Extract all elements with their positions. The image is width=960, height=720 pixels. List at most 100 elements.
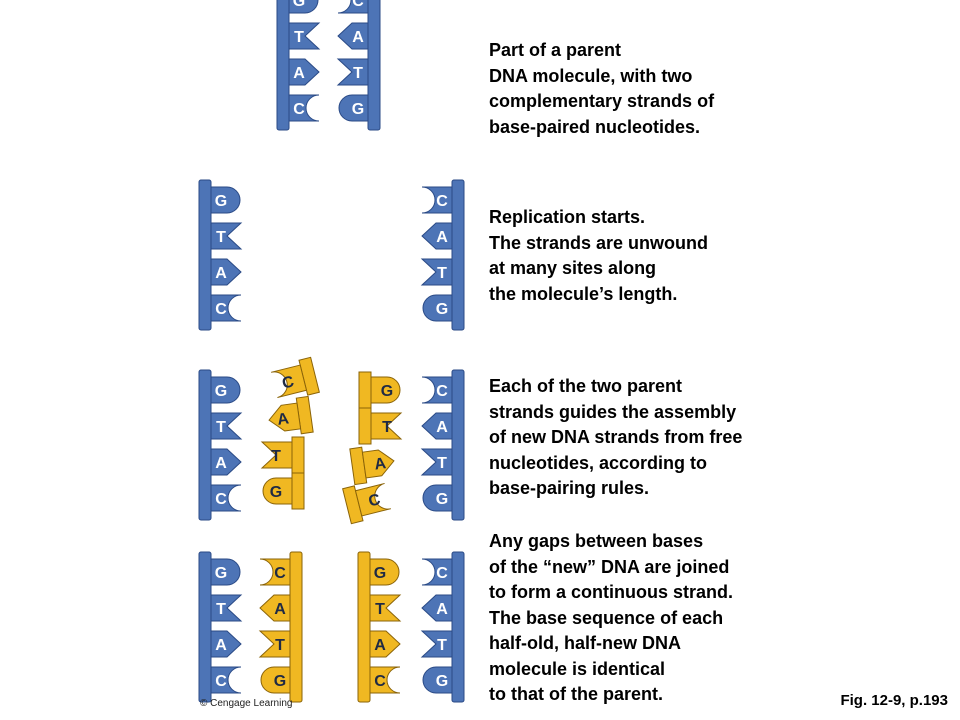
base-shape <box>369 558 400 586</box>
base-shape <box>288 0 319 14</box>
parent-strand-left: G TA C <box>276 0 321 131</box>
base-shape <box>210 484 242 512</box>
nucleotide-a: A <box>369 630 401 658</box>
base-letter: C <box>352 0 364 10</box>
new-nucleotide-a: A <box>268 395 314 435</box>
base-letter: C <box>436 565 448 582</box>
sugar-block <box>358 371 372 409</box>
caption-gaps-joined: Any gaps between bases of the “new” DNA … <box>489 531 734 704</box>
base-letter: T <box>437 455 447 472</box>
nucleotide-t: T <box>258 630 291 658</box>
base-shape <box>210 222 243 250</box>
base-shape <box>210 558 241 586</box>
base-letter: G <box>215 383 227 400</box>
backbone <box>367 0 381 131</box>
nucleotide-g: G <box>422 294 453 322</box>
backbone <box>451 369 465 521</box>
nucleotide-c: C <box>210 294 242 322</box>
base-letter: T <box>437 637 447 654</box>
base-letter: A <box>293 65 305 82</box>
base-letter: T <box>437 265 447 282</box>
nucleotide-g: G <box>422 484 453 512</box>
parent-strand-right: CA T G <box>420 179 465 331</box>
base-shape <box>210 412 243 440</box>
nucleotide-t: T <box>210 222 243 250</box>
base-shape <box>260 441 293 469</box>
nucleotide-g: G <box>210 558 241 586</box>
base-letter: A <box>374 637 386 654</box>
base-letter: A <box>436 229 448 246</box>
nucleotide-t: T <box>288 22 321 50</box>
new-nucleotide-t: T <box>358 407 403 445</box>
base-letter: G <box>293 0 305 10</box>
backbone <box>289 551 303 703</box>
nucleotide-c: C <box>210 484 242 512</box>
nucleotide-t: T <box>369 594 402 622</box>
base-letter: C <box>274 565 286 582</box>
nucleotide-c: C <box>369 666 401 694</box>
backbone <box>198 551 212 703</box>
base-letter: A <box>352 29 364 46</box>
base-letter: G <box>436 491 448 508</box>
base-shape <box>268 402 302 432</box>
nucleotide-c: C <box>337 0 369 14</box>
base-letter: T <box>216 419 226 436</box>
new-nucleotide-c: C <box>270 356 320 399</box>
base-letter: G <box>436 301 448 318</box>
base-letter: C <box>374 673 386 690</box>
sugar-block <box>291 436 305 474</box>
nucleotide-a: A <box>210 630 242 658</box>
base-letter: C <box>367 491 383 510</box>
base-letter: A <box>274 601 286 618</box>
new-nucleotide-g: G <box>358 371 401 409</box>
base-letter: T <box>216 601 226 618</box>
base-letter: T <box>216 229 226 246</box>
base-letter: C <box>215 301 227 318</box>
base-letter: C <box>293 101 305 118</box>
base-letter: G <box>215 565 227 582</box>
base-shape <box>420 630 453 658</box>
nucleotide-g: G <box>210 186 241 214</box>
nucleotide-c: C <box>421 186 453 214</box>
base-shape <box>210 376 241 404</box>
base-shape <box>421 376 453 404</box>
base-shape <box>420 258 453 286</box>
backbone <box>276 0 290 131</box>
base-shape <box>338 94 369 122</box>
base-letter: G <box>381 383 393 400</box>
base-shape <box>259 594 291 622</box>
nucleotide-c: C <box>259 558 291 586</box>
base-shape <box>288 22 321 50</box>
nucleotide-t: T <box>420 448 453 476</box>
nucleotide-g: G <box>338 94 369 122</box>
parent-strand-left: G TAC <box>198 369 243 521</box>
nucleotide-t: T <box>210 594 243 622</box>
base-shape <box>210 448 242 476</box>
sugar-block <box>358 407 372 445</box>
nucleotide-a: A <box>259 594 291 622</box>
base-shape <box>259 558 291 586</box>
nucleotide-a: A <box>337 22 369 50</box>
new-nucleotide-a: A <box>349 446 395 486</box>
caption-strand-assembly: Each of the two parent strands guides th… <box>489 376 743 498</box>
nucleotide-a: A <box>210 258 242 286</box>
base-shape <box>210 630 242 658</box>
base-shape <box>210 294 242 322</box>
base-shape <box>421 412 453 440</box>
nucleotide-a: A <box>210 448 242 476</box>
base-shape <box>288 94 320 122</box>
sugar-block <box>291 472 305 510</box>
base-shape <box>270 364 308 399</box>
new-nucleotide-g: G <box>262 472 305 510</box>
base-shape <box>210 258 242 286</box>
nucleotide-a: A <box>421 594 453 622</box>
base-shape <box>262 477 293 505</box>
base-shape <box>369 666 401 694</box>
